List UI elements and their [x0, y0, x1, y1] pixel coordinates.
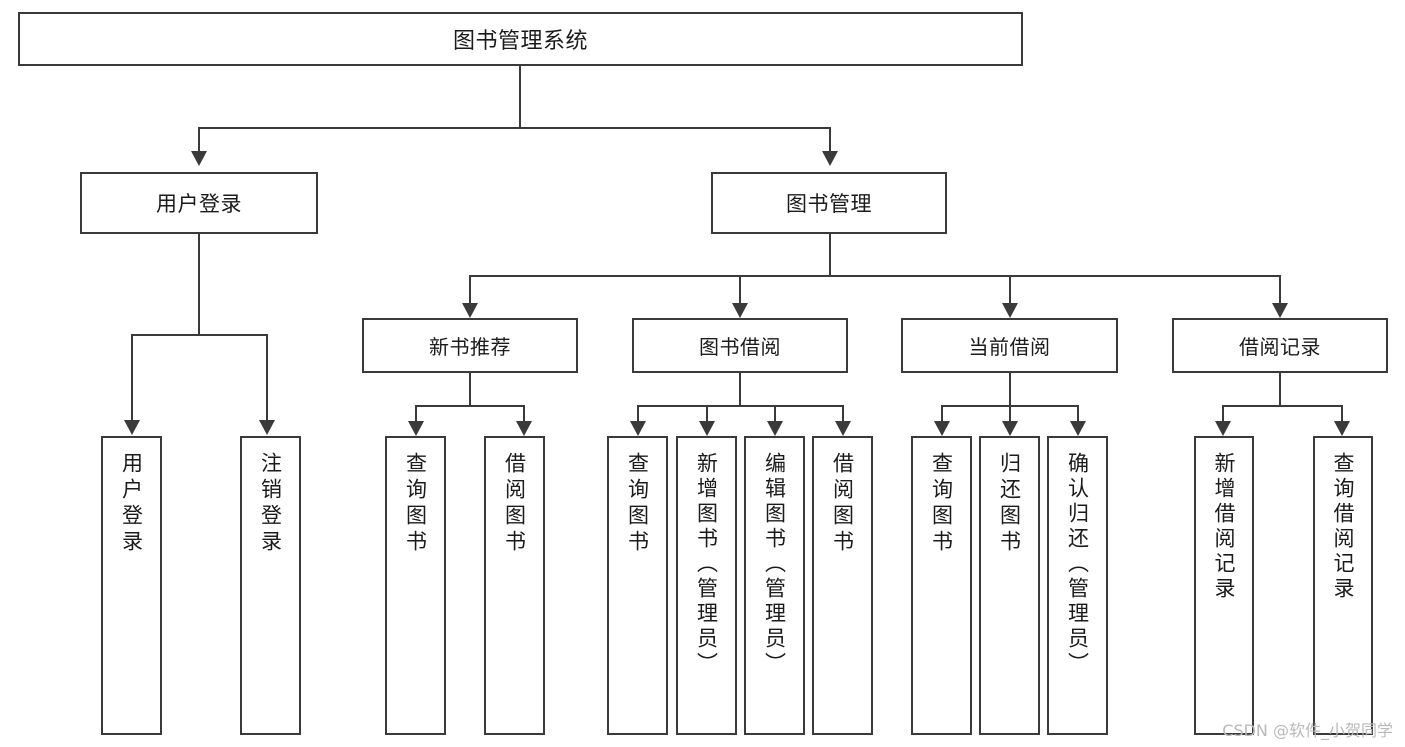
node-borrow-record[interactable]: 借阅记录: [1172, 318, 1388, 373]
node-label: 当前借阅: [968, 335, 1051, 359]
connector-newbook-bus: [415, 405, 524, 407]
connector-current-leaf1: [941, 405, 943, 421]
arrowhead-login-leaf2: [259, 420, 275, 435]
arrowhead-bookmgmt-to-borrow: [732, 303, 748, 318]
connector-borrow-leaf2: [706, 405, 708, 421]
arrowhead-current-leaf3: [1070, 421, 1086, 436]
leaf-borrow-query[interactable]: 查询图书: [607, 436, 668, 735]
leaf-borrow-borrow-book[interactable]: 借阅图书: [812, 436, 873, 735]
arrowhead-newbook-leaf1: [408, 421, 424, 436]
connector-current-stem: [1009, 373, 1011, 406]
leaf-current-return[interactable]: 归还图书: [979, 436, 1040, 735]
connector-root-bus: [198, 127, 830, 129]
node-label: 查询图书: [625, 452, 650, 556]
connector-record-bus: [1222, 405, 1342, 407]
connector-root-to-login: [198, 127, 200, 151]
arrowhead-root-to-login: [191, 151, 207, 166]
connector-borrow-bus: [637, 405, 843, 407]
arrowhead-borrow-leaf2: [699, 421, 715, 436]
node-label: 图书借阅: [699, 335, 781, 359]
connector-current-leaf3: [1077, 405, 1079, 421]
connector-bookmgmt-to-newbook: [469, 275, 471, 303]
connector-root-to-bookmgmt: [829, 127, 831, 151]
connector-current-leaf2: [1009, 405, 1011, 421]
node-label: 新增图书（管理员）: [694, 452, 719, 677]
node-label: 借阅图书: [502, 452, 527, 556]
leaf-current-confirm-return-admin[interactable]: 确认归还（管理员）: [1047, 436, 1108, 735]
node-current-borrow[interactable]: 当前借阅: [901, 318, 1118, 373]
connector-bookmgmt-to-current: [1009, 275, 1011, 303]
arrowhead-bookmgmt-to-current: [1002, 303, 1018, 318]
connector-borrow-leaf3: [774, 405, 776, 421]
arrowhead-record-leaf1: [1215, 421, 1231, 436]
arrowhead-root-to-bookmgmt: [822, 151, 838, 166]
leaf-new-book-query[interactable]: 查询图书: [385, 436, 446, 735]
connector-record-leaf1: [1222, 405, 1224, 421]
leaf-new-book-borrow[interactable]: 借阅图书: [484, 436, 545, 735]
connector-newbook-leaf2: [523, 405, 525, 421]
node-label: 用户登录: [119, 452, 144, 556]
node-label: 新书推荐: [429, 335, 511, 359]
arrowhead-current-leaf2: [1002, 421, 1018, 436]
connector-borrow-leaf4: [842, 405, 844, 421]
connector-bookmgmt-stem: [829, 234, 831, 276]
connector-record-stem: [1279, 373, 1281, 406]
leaf-user-login-logout[interactable]: 注销登录: [240, 436, 301, 735]
leaf-record-add[interactable]: 新增借阅记录: [1194, 436, 1254, 735]
node-label: 新增借阅记录: [1212, 452, 1237, 602]
arrowhead-borrow-leaf4: [835, 421, 851, 436]
connector-login-bus: [131, 334, 266, 336]
node-book-borrow[interactable]: 图书借阅: [632, 318, 848, 373]
connector-newbook-leaf1: [415, 405, 417, 421]
leaf-borrow-add-book-admin[interactable]: 新增图书（管理员）: [676, 436, 737, 735]
node-root-system[interactable]: 图书管理系统: [18, 12, 1023, 66]
node-label: 查询图书: [403, 452, 428, 556]
arrowhead-bookmgmt-to-newbook: [462, 303, 478, 318]
node-label: 图书管理: [786, 192, 872, 216]
node-label: 编辑图书（管理员）: [762, 452, 787, 677]
connector-bookmgmt-to-record: [1279, 275, 1281, 303]
leaf-user-login-login[interactable]: 用户登录: [101, 436, 162, 735]
connector-borrow-stem: [739, 373, 741, 406]
arrowhead-login-leaf1: [124, 420, 140, 435]
arrowhead-bookmgmt-to-record: [1272, 303, 1288, 318]
node-book-management[interactable]: 图书管理: [711, 172, 947, 234]
connector-login-leaf1: [131, 334, 133, 420]
arrowhead-current-leaf1: [934, 421, 950, 436]
connector-login-leaf2: [266, 334, 268, 420]
connector-root-stem: [519, 66, 521, 128]
node-label: 图书管理系统: [452, 29, 588, 54]
arrowhead-record-leaf2: [1334, 421, 1350, 436]
arrowhead-newbook-leaf2: [516, 421, 532, 436]
node-user-login[interactable]: 用户登录: [80, 172, 318, 234]
leaf-borrow-edit-book-admin[interactable]: 编辑图书（管理员）: [744, 436, 805, 735]
connector-borrow-leaf1: [637, 405, 639, 421]
node-new-book-recommend[interactable]: 新书推荐: [362, 318, 578, 373]
leaf-current-query[interactable]: 查询图书: [911, 436, 972, 735]
node-label: 注销登录: [258, 452, 283, 556]
node-label: 借阅图书: [830, 452, 855, 556]
node-label: 归还图书: [997, 452, 1022, 556]
arrowhead-borrow-leaf1: [630, 421, 646, 436]
arrowhead-borrow-leaf3: [767, 421, 783, 436]
connector-bookmgmt-bus: [469, 275, 1281, 277]
node-label: 查询图书: [929, 452, 954, 556]
connector-newbook-stem: [469, 373, 471, 406]
node-label: 查询借阅记录: [1331, 452, 1356, 602]
node-label: 用户登录: [156, 192, 242, 216]
connector-login-stem: [198, 234, 200, 335]
leaf-record-query[interactable]: 查询借阅记录: [1313, 436, 1373, 735]
node-label: 借阅记录: [1239, 335, 1321, 359]
node-label: 确认归还（管理员）: [1065, 452, 1090, 677]
connector-bookmgmt-to-borrow: [739, 275, 741, 303]
connector-record-leaf2: [1341, 405, 1343, 421]
